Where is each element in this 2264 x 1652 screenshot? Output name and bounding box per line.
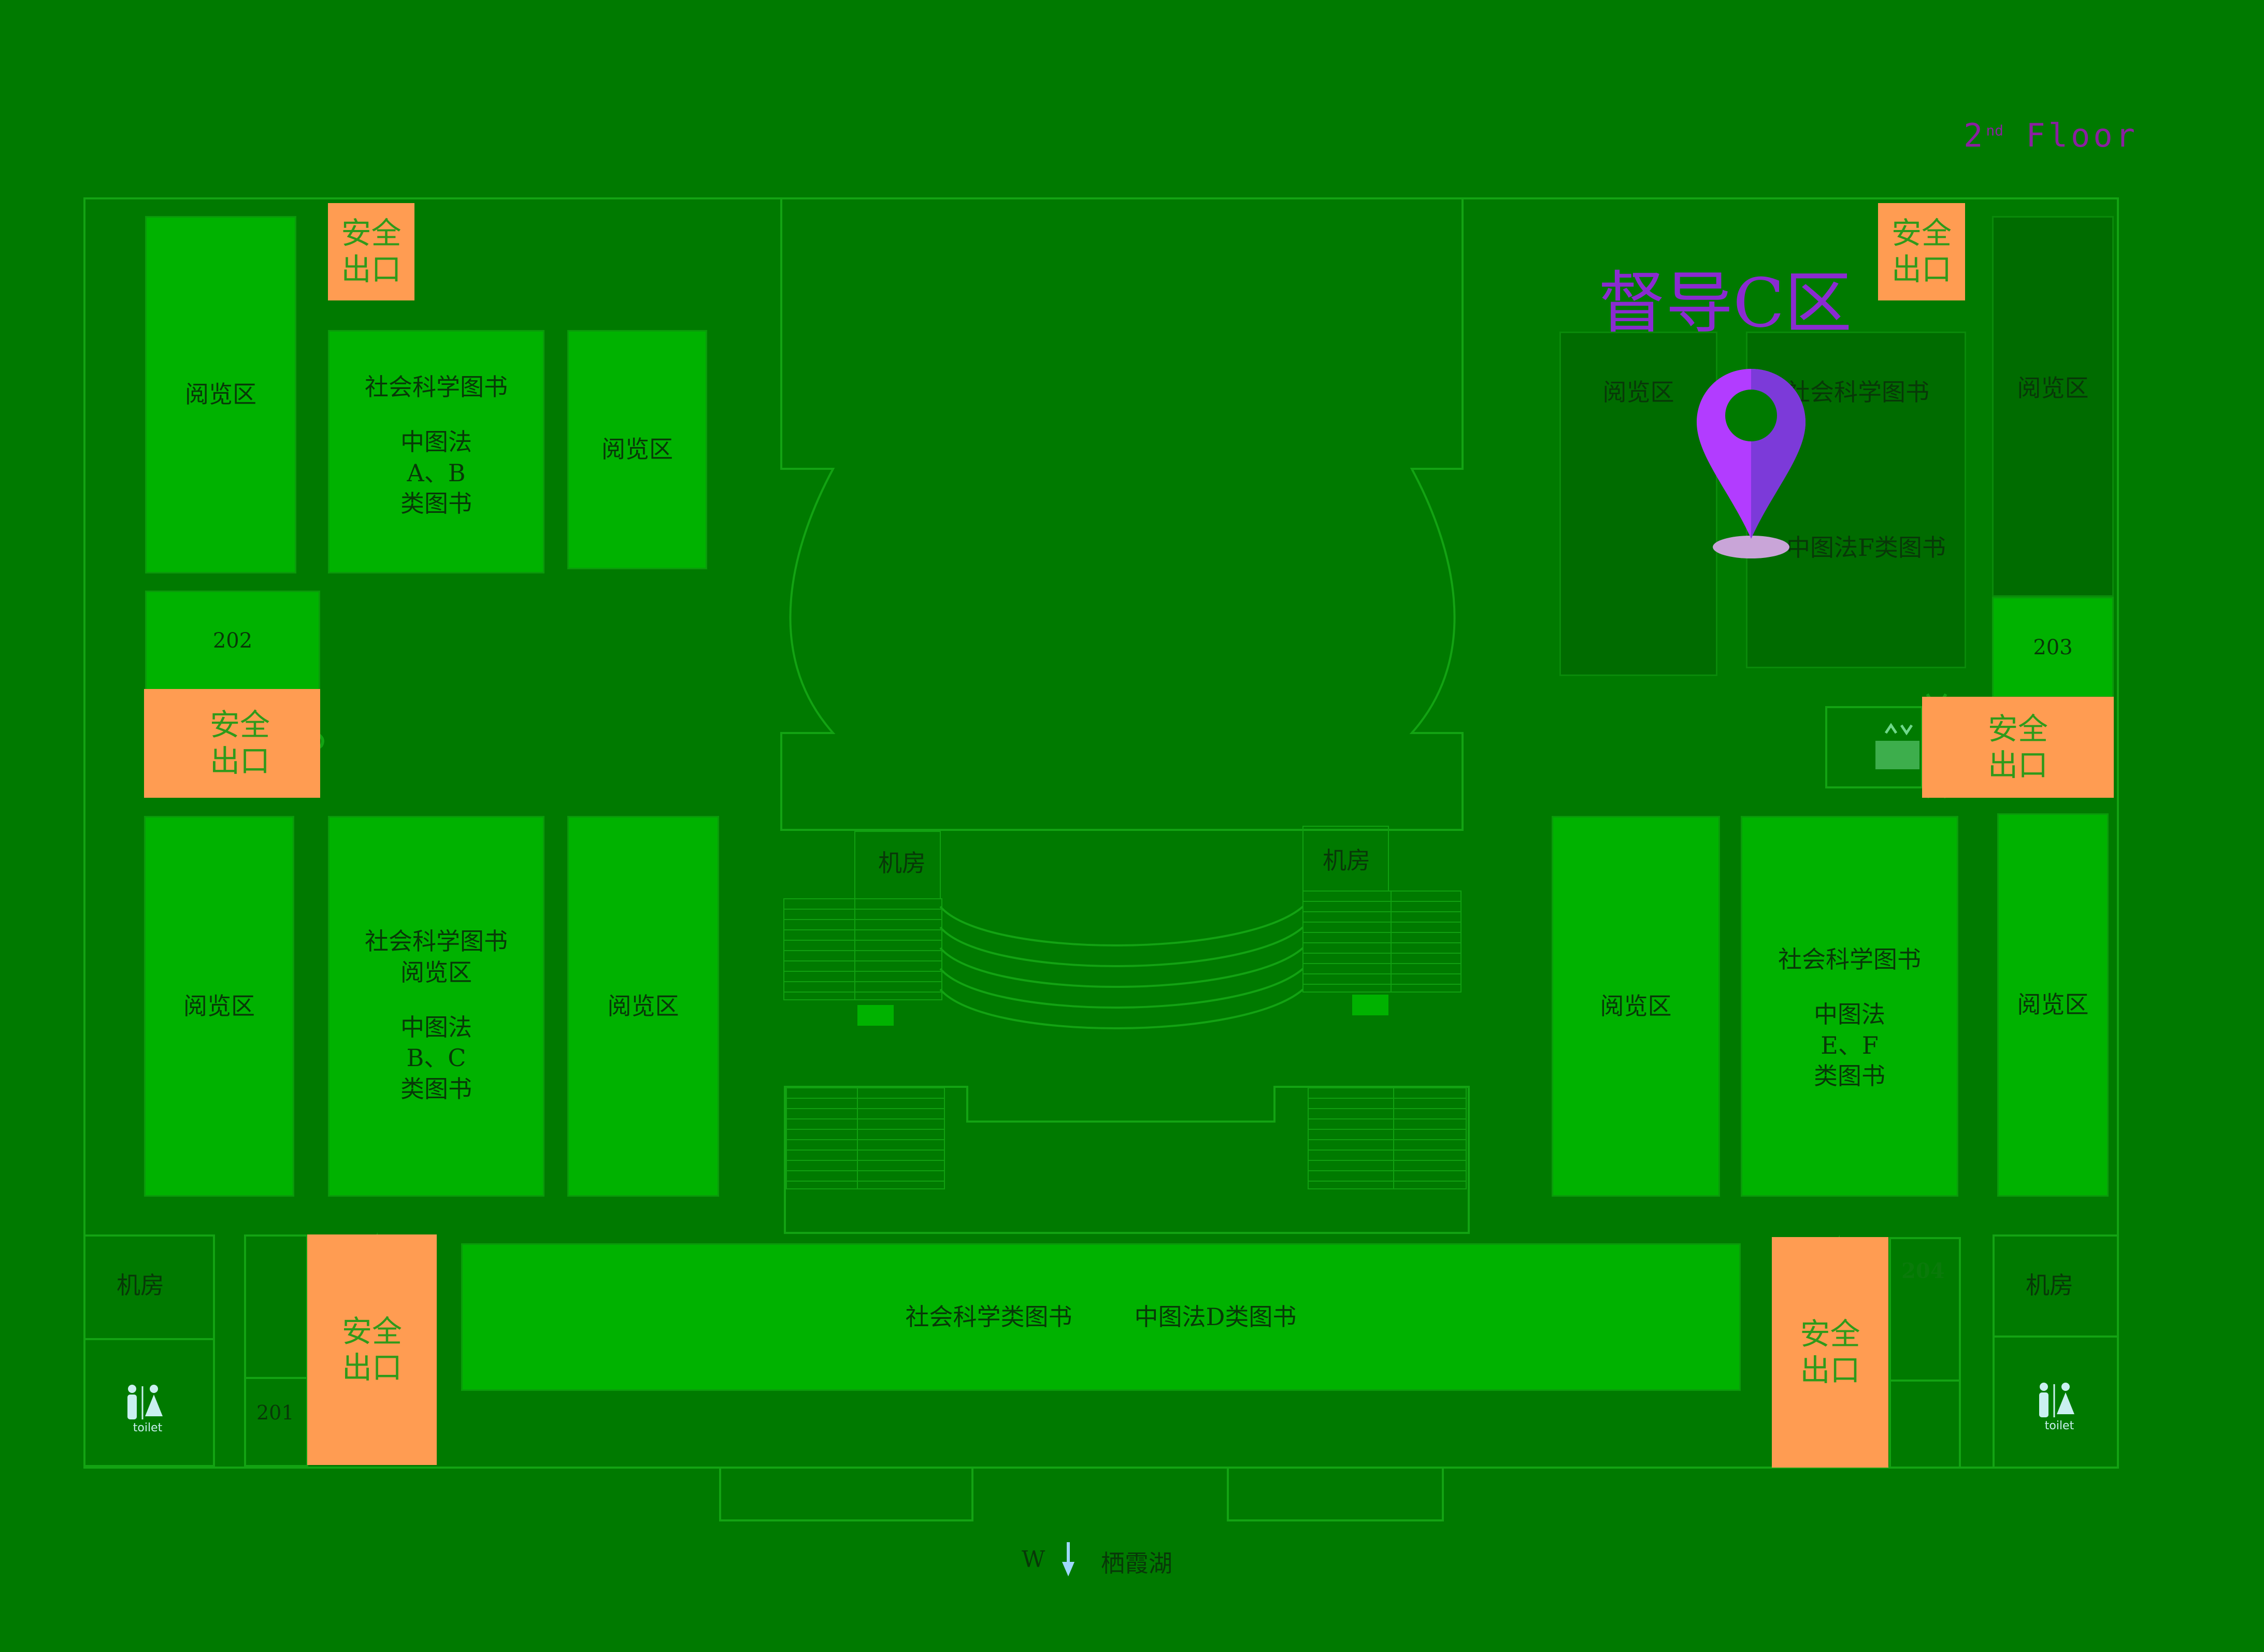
room-201-label: 201: [256, 1401, 294, 1424]
classification-suffix: 类图书: [400, 490, 472, 518]
classification-label: 中图法: [1814, 1000, 1885, 1028]
toilet-label: toilet: [2044, 1419, 2074, 1432]
room-204-label: 204: [1901, 1259, 1945, 1283]
stair-block-ne: [1302, 890, 1461, 993]
room-202: 202: [145, 591, 320, 691]
room-203: 203: [1992, 597, 2114, 698]
reading-area-s-center: 阅览区: [567, 816, 719, 1197]
classification-suffix: 类图书: [1814, 1062, 1885, 1090]
strip-title: 社会科学类图书: [905, 1302, 1072, 1331]
building-outer-wall: [83, 197, 2119, 1469]
machine-room-label-sw: 机房: [117, 1271, 164, 1299]
room-title: 社会科学图书: [1786, 378, 1929, 406]
toilet-sw: toilet: [122, 1384, 174, 1441]
stair-landing-e: [1352, 995, 1388, 1015]
toilet-icon: [2039, 1383, 2074, 1417]
toilet-se: toilet: [2033, 1382, 2085, 1439]
room-wall-201-upper: [244, 1234, 308, 1379]
classification-letters: E、F: [1821, 1031, 1879, 1059]
auditorium-seating-rows: [939, 906, 1304, 1029]
arrow-down-icon: [1062, 1542, 1074, 1576]
stair-treads-nw: [784, 899, 942, 1000]
reading-area-se-east: 阅览区: [1997, 813, 2109, 1197]
classification-label: 中图法F类图书: [1786, 534, 1946, 562]
toilet-icon: [127, 1385, 163, 1419]
social-science-books-ab: 社会科学图书 中图法 A、B 类图书: [328, 330, 544, 573]
lake-name: 栖霞湖: [1101, 1549, 1172, 1577]
safety-exit-west: 安全 出口: [144, 689, 320, 798]
stair-treads-se: [1308, 1088, 1466, 1189]
stair-block-nw: [783, 898, 942, 1000]
social-science-books-d: 社会科学类图书 中图法D类图书: [461, 1243, 1741, 1391]
room-title: 社会科学图书: [365, 373, 508, 401]
stair-treads-sw: [786, 1088, 944, 1189]
reading-area-sw: 阅览区: [144, 816, 294, 1197]
strip-classification: 中图法D类图书: [1134, 1302, 1297, 1331]
floor-label: 2nd Floor: [1964, 117, 2139, 154]
south-entrance-wall: [719, 1468, 1444, 1521]
safety-exit-nw: 安全 出口: [328, 203, 414, 300]
toilet-room-wall-right: [1993, 1335, 2119, 1469]
direction-letter: W: [1022, 1546, 1045, 1573]
toilet-room-wall-left: [83, 1338, 215, 1467]
classification-label: 中图法: [400, 427, 472, 456]
machine-room-label-se: 机房: [2026, 1271, 2073, 1299]
classification-letters: A、B: [407, 458, 466, 487]
location-pin-icon[interactable]: [1694, 368, 1808, 565]
stair-treads-ne: [1303, 891, 1461, 992]
south-hall-wall: [784, 1086, 1470, 1234]
machine-room-label-ne: 机房: [1323, 846, 1370, 874]
social-science-books-bc: 社会科学图书 阅览区 中图法 B、C 类图书: [328, 816, 544, 1197]
machine-room-wall-ne: [1302, 826, 1389, 892]
elevator-icon: [1875, 723, 1919, 769]
social-science-books-f: 社会科学图书 中图法F类图书: [1746, 332, 1966, 668]
classification-suffix: 类图书: [400, 1075, 472, 1103]
room-wall-204-lower: [1889, 1380, 1961, 1469]
reading-area-supervised: 阅览区: [1559, 332, 1717, 676]
safety-exit-east: 安全 出口: [1922, 697, 2114, 798]
supervision-zone-title: 督导C区: [1598, 264, 1852, 342]
stair-landing-w: [857, 1005, 894, 1026]
classification-letters: B、C: [406, 1044, 466, 1072]
classification-label: 中图法: [400, 1013, 472, 1041]
machine-room-wall-nw: [854, 831, 941, 899]
reading-area-nw: 阅览区: [145, 216, 296, 573]
reading-area-n-center: 阅览区: [567, 330, 707, 569]
toilet-label: toilet: [133, 1421, 163, 1434]
stair-block-se: [1308, 1087, 1467, 1189]
safety-exit-ne: 安全 出口: [1878, 203, 1965, 300]
reading-area-se-west: 阅览区: [1552, 816, 1720, 1197]
central-atrium-wall: [780, 198, 1464, 831]
safety-exit-sw: 安全 出口: [307, 1234, 437, 1465]
reading-area-ne: 阅览区: [1992, 216, 2114, 597]
social-science-books-ef: 社会科学图书 中图法 E、F 类图书: [1741, 816, 1958, 1197]
stair-block-sw: [786, 1087, 945, 1189]
room-subtitle: 阅览区: [400, 958, 472, 986]
room-title: 社会科学图书: [365, 927, 508, 955]
room-title: 社会科学图书: [1778, 945, 1921, 973]
machine-room-label-nw: 机房: [878, 849, 926, 877]
safety-exit-se: 安全 出口: [1772, 1237, 1888, 1468]
